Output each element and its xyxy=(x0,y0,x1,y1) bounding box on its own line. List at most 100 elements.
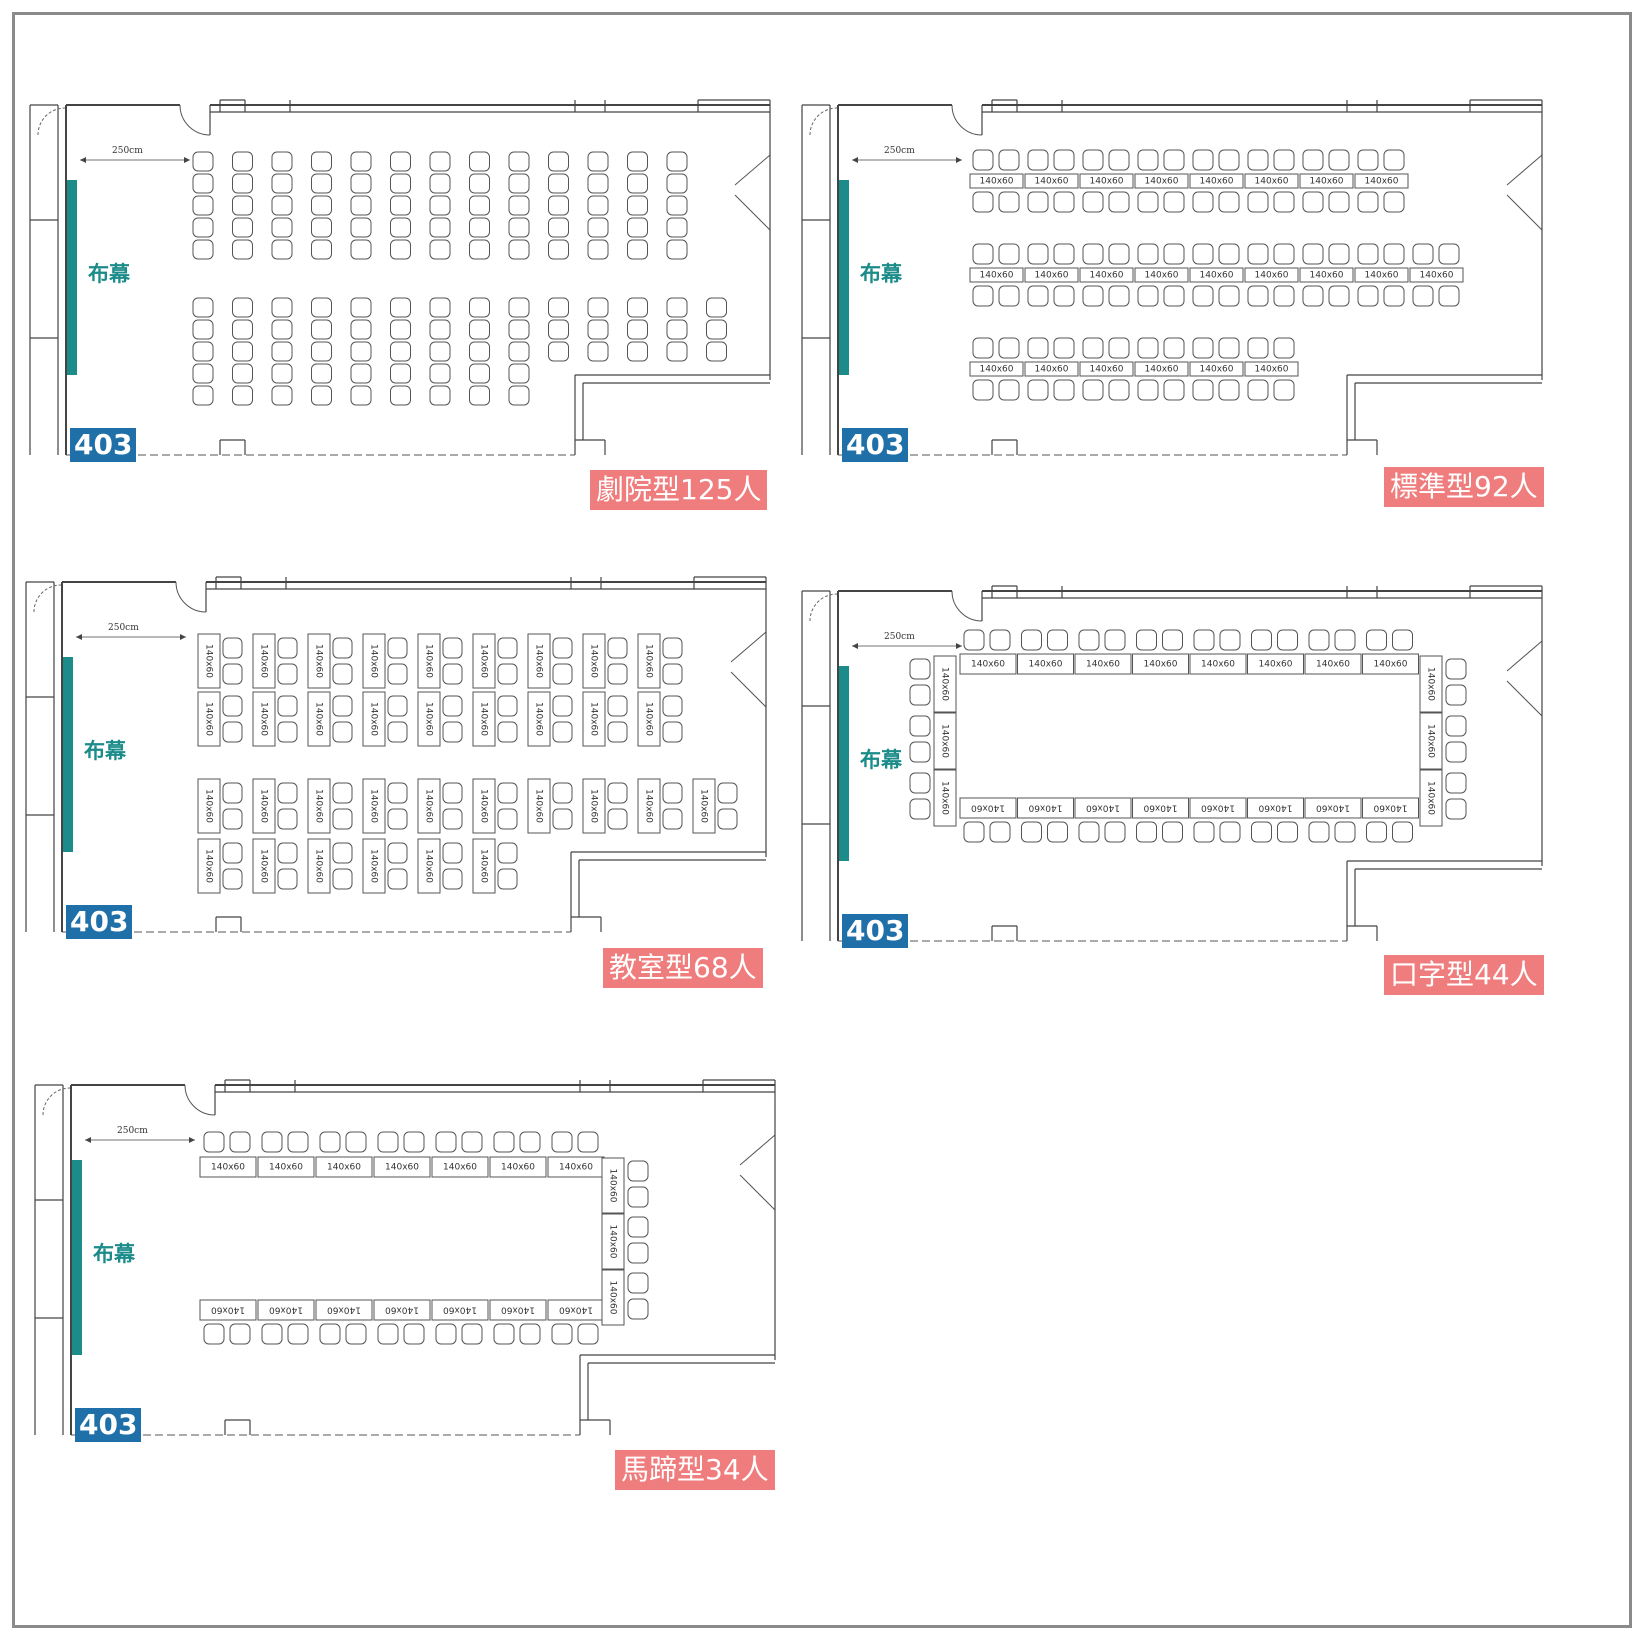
chair xyxy=(998,191,1020,213)
caption-standard: 標準型92人 xyxy=(1384,467,1544,507)
table-size-label: 140x60 xyxy=(314,849,324,883)
chair xyxy=(1163,379,1185,401)
table xyxy=(601,1269,625,1326)
chair xyxy=(387,663,408,685)
chair xyxy=(345,1131,367,1153)
table xyxy=(527,633,551,689)
chair xyxy=(666,239,688,260)
chair xyxy=(377,1131,399,1153)
chair xyxy=(1357,243,1379,265)
chair xyxy=(497,663,518,685)
chair xyxy=(350,385,372,406)
chair xyxy=(998,243,1020,265)
chair xyxy=(1218,379,1240,401)
table-size-label: 140x60 xyxy=(501,1163,535,1173)
door-swing xyxy=(175,581,207,613)
table xyxy=(431,1299,489,1321)
table-size-label: 140x60 xyxy=(1258,803,1292,813)
chair xyxy=(519,1131,541,1153)
chair xyxy=(1082,379,1104,401)
chair xyxy=(972,285,994,307)
chair xyxy=(311,239,332,260)
chair xyxy=(587,173,609,194)
dimension-label: 250cm xyxy=(884,146,915,156)
chair xyxy=(662,695,683,717)
chair xyxy=(271,297,293,318)
table-size-label: 140x60 xyxy=(1310,177,1344,187)
chair xyxy=(442,663,463,685)
table xyxy=(252,691,276,747)
table-size-label: 140x60 xyxy=(1086,803,1120,813)
door-swing xyxy=(809,107,838,136)
chair xyxy=(332,808,353,830)
chair xyxy=(972,191,994,213)
chair xyxy=(1277,629,1298,651)
chair xyxy=(1193,821,1215,843)
door-swing xyxy=(951,590,983,622)
table xyxy=(1419,655,1443,713)
table xyxy=(582,633,606,689)
door-swing xyxy=(184,1084,216,1116)
table xyxy=(257,1299,315,1321)
table-size-label: 140x60 xyxy=(534,789,544,823)
chair xyxy=(508,151,530,172)
chair xyxy=(390,173,411,194)
table-size-label: 140x60 xyxy=(1090,177,1124,187)
chair xyxy=(1334,629,1356,651)
chair xyxy=(332,695,353,717)
chair xyxy=(271,385,293,406)
chair xyxy=(232,341,253,362)
chair xyxy=(972,337,994,359)
chair xyxy=(390,195,411,216)
table xyxy=(1024,267,1079,283)
table xyxy=(692,778,716,834)
chair xyxy=(497,842,518,864)
table-size-label: 140x60 xyxy=(1201,803,1235,813)
table xyxy=(1299,267,1354,283)
chair xyxy=(587,297,609,318)
table xyxy=(1409,267,1464,283)
table xyxy=(431,1156,489,1178)
chair xyxy=(1192,337,1214,359)
table-size-label: 140x60 xyxy=(204,849,214,883)
dimension-label: 250cm xyxy=(108,623,139,633)
chair xyxy=(261,1323,283,1345)
chair xyxy=(1053,243,1075,265)
table xyxy=(199,1156,257,1178)
chair xyxy=(1078,629,1100,651)
table-size-label: 140x60 xyxy=(1145,365,1179,375)
chair xyxy=(350,297,372,318)
table-size-label: 140x60 xyxy=(369,789,379,823)
caption-u-shape: 馬蹄型34人 xyxy=(615,1450,775,1490)
table-size-label: 140x60 xyxy=(1374,660,1408,670)
chair xyxy=(552,782,573,804)
table-size-label: 140x60 xyxy=(479,789,489,823)
chair xyxy=(261,1131,283,1153)
table xyxy=(1074,797,1132,819)
chair xyxy=(1078,821,1100,843)
table xyxy=(1419,769,1443,827)
chair xyxy=(1412,285,1434,307)
floor-plan-drawing: 250cm xyxy=(29,99,771,456)
table-size-label: 140x60 xyxy=(1145,177,1179,187)
room-number-badge: 403 xyxy=(70,428,137,462)
screen-bar xyxy=(839,666,849,861)
chair xyxy=(1247,149,1269,171)
chair xyxy=(203,1131,225,1153)
chair xyxy=(287,1323,309,1345)
chair xyxy=(192,319,214,340)
chair xyxy=(311,217,332,238)
chair xyxy=(390,341,411,362)
chair xyxy=(989,629,1011,651)
chair xyxy=(442,868,463,890)
chair xyxy=(271,239,293,260)
chair xyxy=(350,173,372,194)
chair xyxy=(1251,821,1272,843)
chair xyxy=(192,217,214,238)
chair xyxy=(229,1131,251,1153)
chair xyxy=(469,385,490,406)
chair xyxy=(1383,243,1405,265)
table-size-label: 140x60 xyxy=(327,1163,361,1173)
chair xyxy=(387,842,408,864)
door-leaf xyxy=(1506,640,1543,717)
